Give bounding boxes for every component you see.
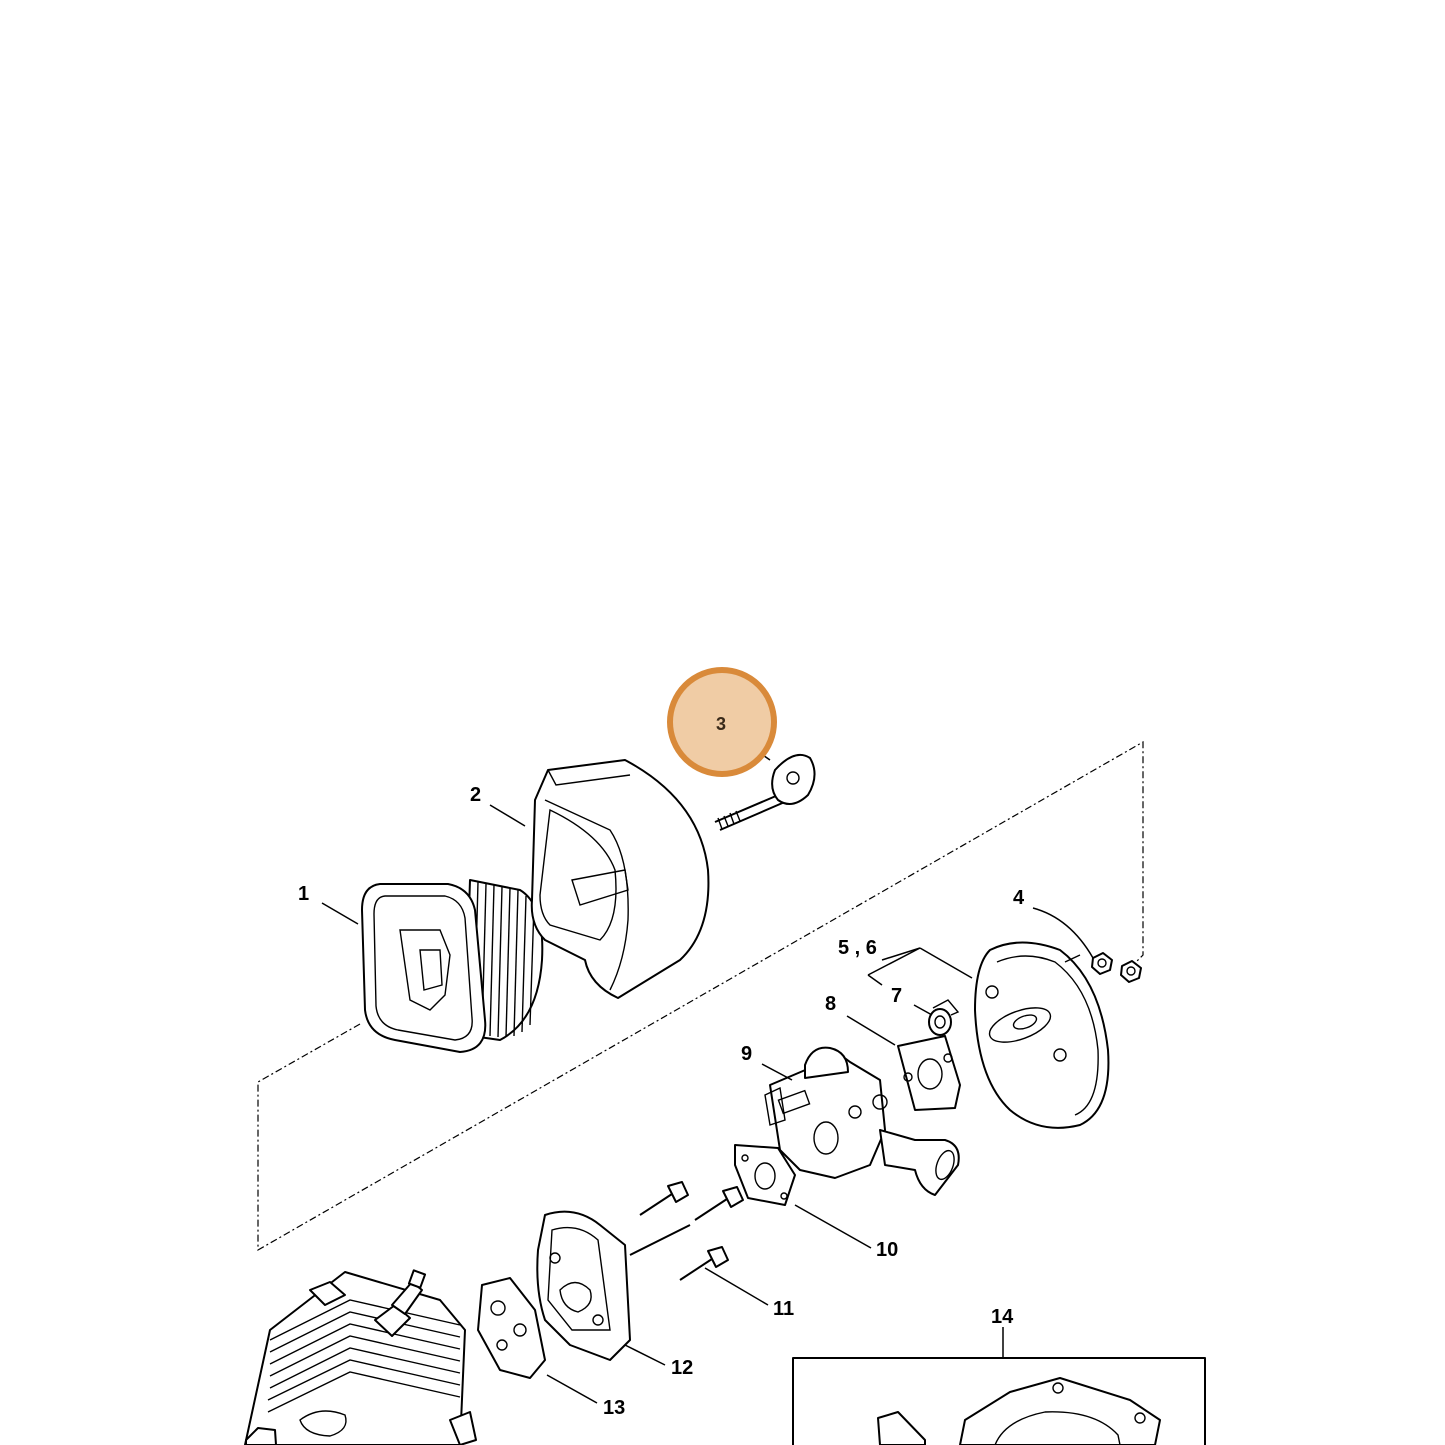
part-spark-plug[interactable] xyxy=(374,1269,427,1337)
callout-label-2[interactable]: 2 xyxy=(470,784,481,806)
part-10-gasket[interactable] xyxy=(734,1144,796,1206)
part-3-cover-knob[interactable] xyxy=(714,754,816,831)
callout-label-4[interactable]: 4 xyxy=(1013,887,1025,909)
part-cylinder[interactable] xyxy=(244,1271,477,1445)
callout-label-8[interactable]: 8 xyxy=(825,993,836,1015)
callout-label-11[interactable]: 11 xyxy=(773,1298,794,1320)
callout-label-10[interactable]: 10 xyxy=(876,1239,898,1261)
part-2-filter-cover[interactable] xyxy=(530,759,710,999)
part-filter-base-plate[interactable] xyxy=(974,941,1110,1129)
part-9-carburetor[interactable] xyxy=(764,1046,960,1196)
callout-label-5-6[interactable]: 5 , 6 xyxy=(838,937,877,959)
callout-label-14[interactable]: 14 xyxy=(991,1306,1014,1328)
part-4-nuts[interactable] xyxy=(1091,952,1142,983)
leader-lines xyxy=(321,736,1094,1404)
part-7-sleeve[interactable] xyxy=(928,999,960,1036)
part-1-air-filter[interactable] xyxy=(361,879,544,1053)
part-13-gasket[interactable] xyxy=(477,1277,546,1379)
callout-label-1[interactable]: 1 xyxy=(298,883,309,905)
callout-label-7[interactable]: 7 xyxy=(891,985,902,1007)
callout-label-3[interactable]: 3 xyxy=(716,714,726,734)
callout-label-13[interactable]: 13 xyxy=(603,1397,625,1419)
part-12-intake-flange[interactable] xyxy=(536,1210,631,1361)
callout-label-12[interactable]: 12 xyxy=(671,1357,693,1379)
callout-3-highlight-ring[interactable] xyxy=(667,667,777,777)
callout-labels: 1 2 3 4 5 , 6 7 8 9 10 11 12 13 14 xyxy=(298,714,1025,1419)
part-14-gasket-kit[interactable] xyxy=(792,1357,1206,1445)
callout-label-9[interactable]: 9 xyxy=(741,1043,752,1065)
part-11-screws[interactable] xyxy=(629,1181,744,1281)
part-8-gasket[interactable] xyxy=(897,1035,961,1111)
assembly-boundary-line xyxy=(257,740,1144,1252)
